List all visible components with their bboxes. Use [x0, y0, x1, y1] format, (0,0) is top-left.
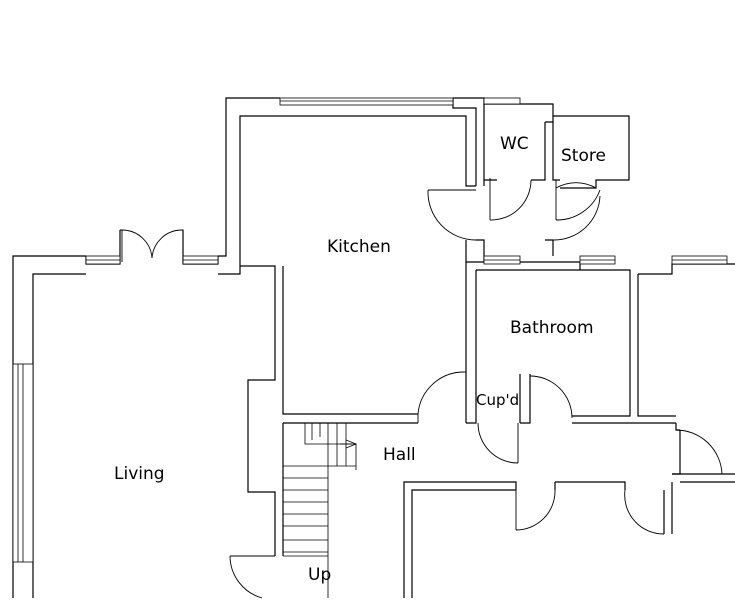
- room-label-kitchen: Kitchen: [327, 237, 391, 257]
- doors: [120, 178, 723, 599]
- windows: [12, 97, 728, 563]
- room-label-hall: Hall: [383, 445, 416, 465]
- room-label-store: Store: [561, 146, 606, 166]
- walls: [12, 97, 735, 598]
- room-label-cupboard: Cup'd: [476, 391, 519, 409]
- room-labels: Kitchen WC Store Bathroom Cup'd Living H…: [114, 134, 606, 585]
- room-label-living: Living: [114, 464, 165, 484]
- room-label-bathroom: Bathroom: [510, 318, 594, 338]
- room-label-wc: WC: [500, 134, 529, 154]
- stairs-up-label: Up: [308, 565, 331, 585]
